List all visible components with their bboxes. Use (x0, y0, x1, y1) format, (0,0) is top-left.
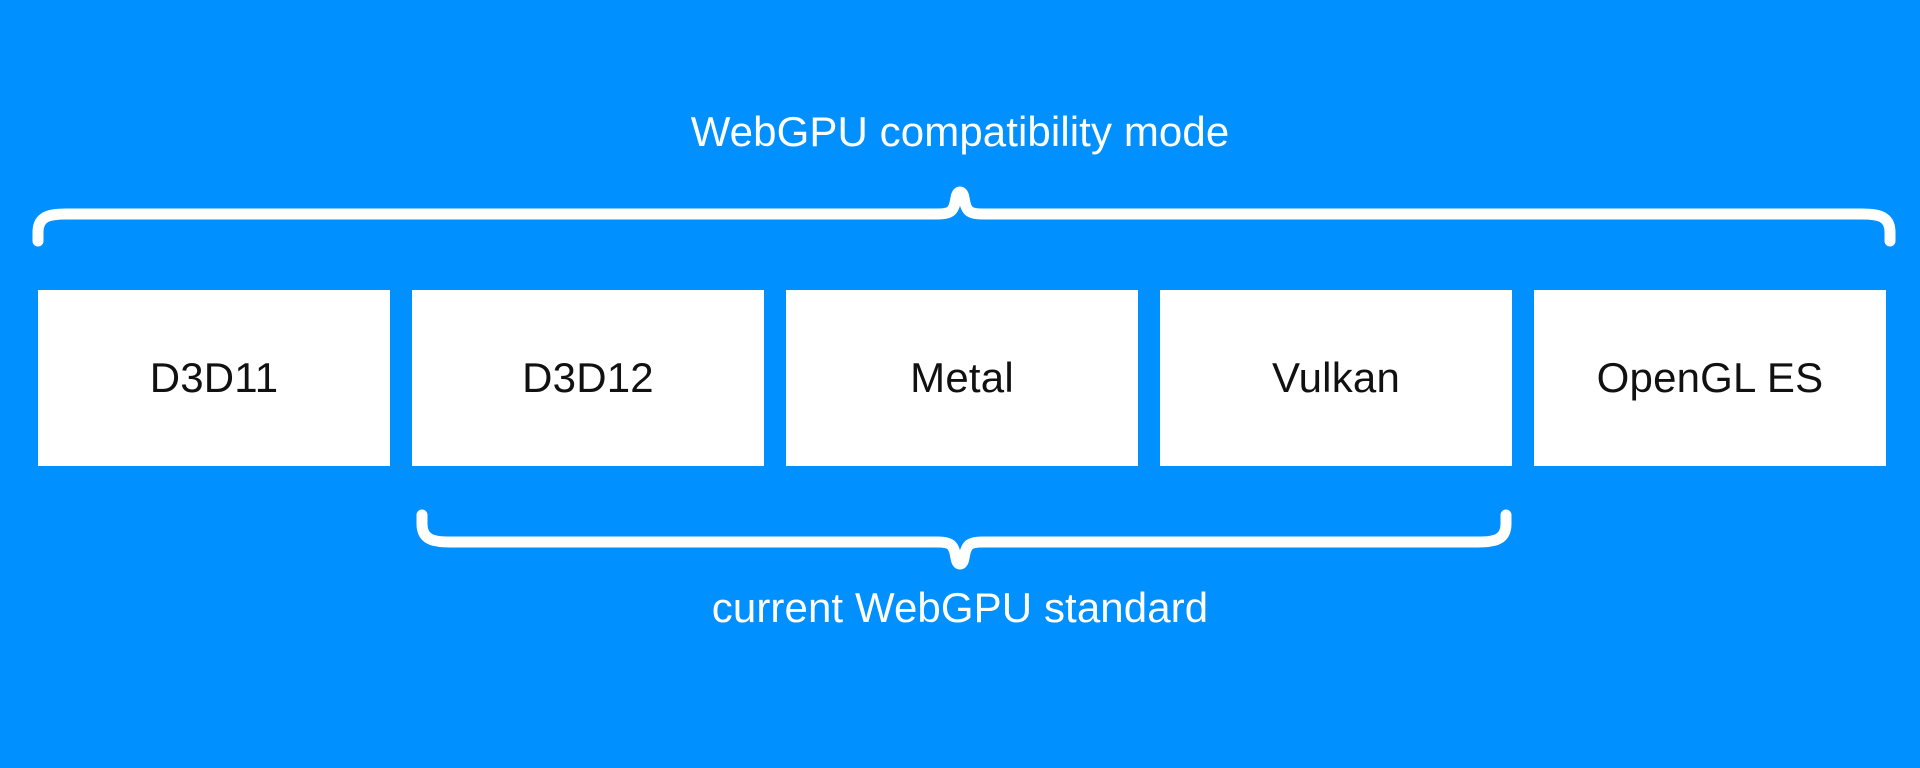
top-brace-label: WebGPU compatibility mode (690, 108, 1230, 155)
api-box-label: D3D11 (149, 354, 279, 401)
top-brace-icon (32, 186, 1896, 247)
api-box-label: Vulkan (1271, 354, 1401, 401)
api-box-label: D3D12 (522, 354, 654, 401)
api-box-row: D3D11 D3D12 Metal Vulkan OpenGL ES (0, 290, 1920, 466)
api-box-d3d12[interactable]: D3D12 (412, 290, 764, 466)
api-box-d3d11[interactable]: D3D11 (38, 290, 390, 466)
api-box-metal[interactable]: Metal (786, 290, 1138, 466)
api-box-label: Metal (910, 354, 1014, 401)
bottom-brace-label: current WebGPU standard (711, 584, 1209, 631)
api-box-opengl-es[interactable]: OpenGL ES (1534, 290, 1886, 466)
api-box-vulkan[interactable]: Vulkan (1160, 290, 1512, 466)
api-box-label: OpenGL ES (1596, 354, 1824, 401)
bottom-brace-icon (416, 509, 1512, 570)
